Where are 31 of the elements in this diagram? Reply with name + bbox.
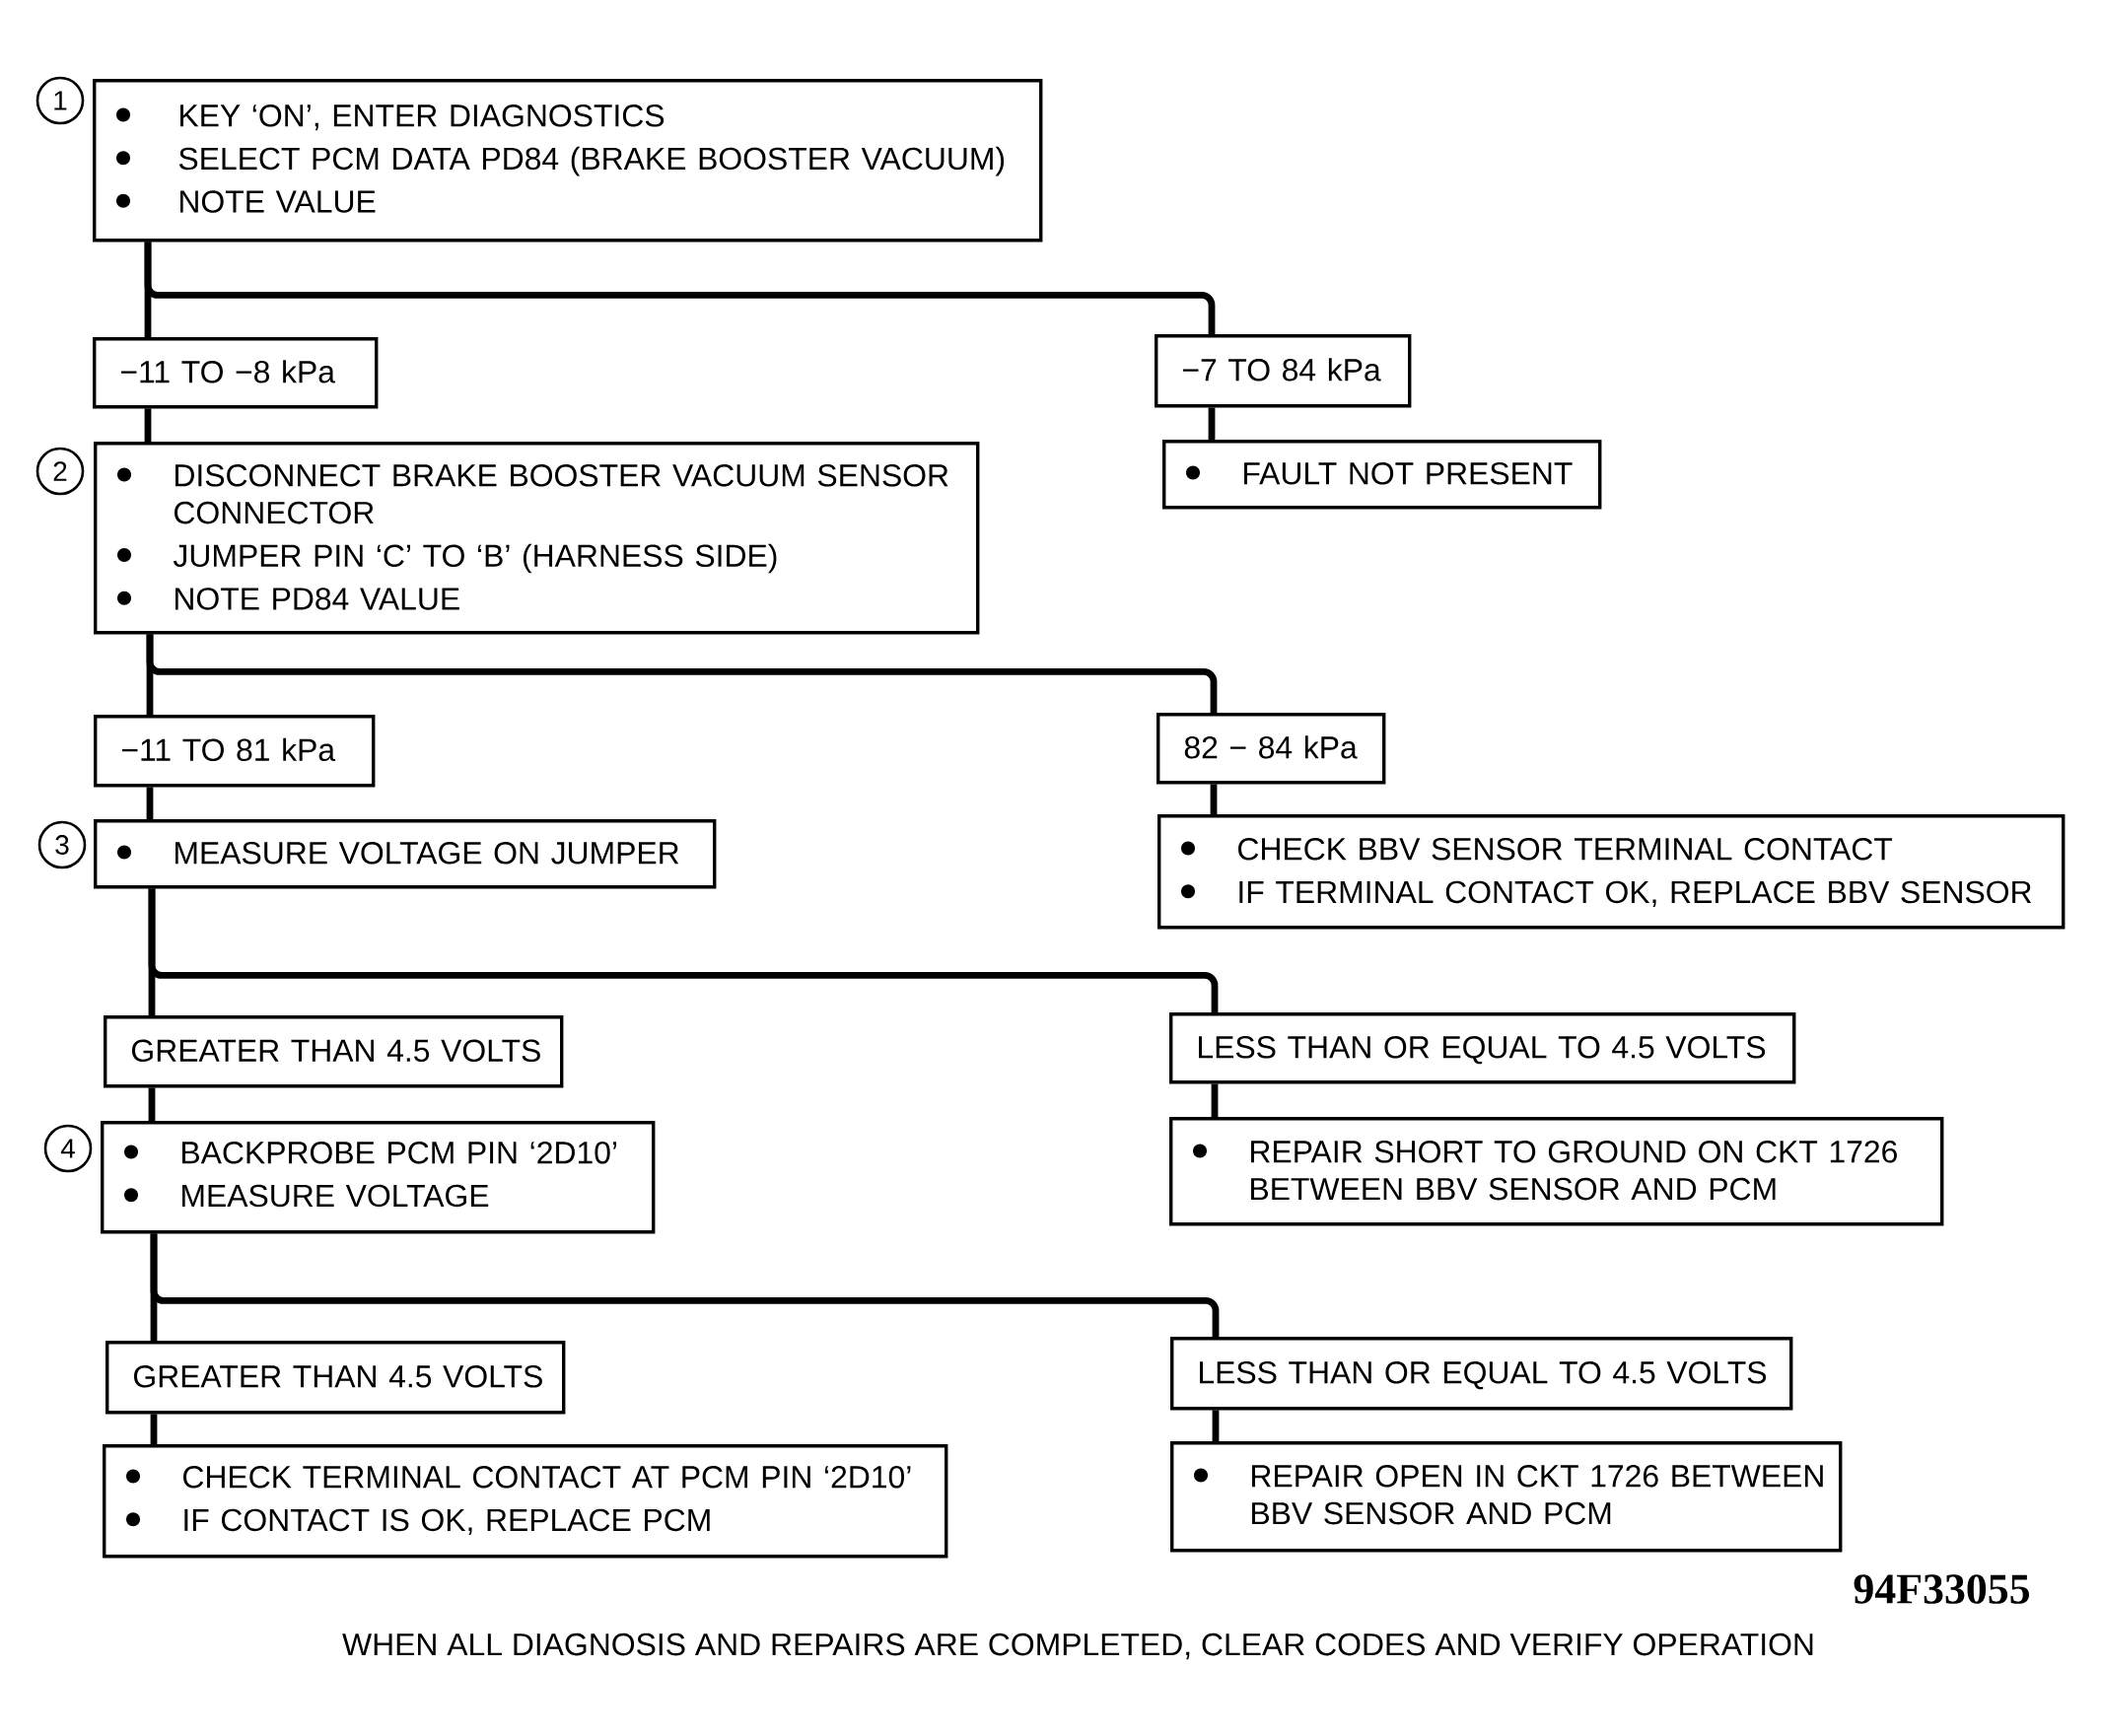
note-text: WHEN ALL DIAGNOSIS AND REPAIRS ARE COMPLETED, CLEAR CODES AND VERIFY OPERATION — [342, 1632, 1813, 1660]
condition-box: GREATER THAN 4.5 VOLTS — [104, 1015, 564, 1088]
connector-line — [150, 1414, 158, 1444]
step-box: CHECK BBV SENSOR TERMINAL CONTACT IF TERMINAL CONTACT OK, REPLACE BBV SENSOR — [1157, 814, 2066, 930]
figure-number: 94F33055 — [1854, 1574, 2029, 1604]
condition-box: GREATER THAN 4.5 VOLTS — [105, 1341, 566, 1415]
connector-line — [1212, 1410, 1220, 1441]
condition-box: LESS THAN OR EQUAL TO 4.5 VOLTS — [1169, 1012, 1796, 1084]
connector-line — [1210, 784, 1218, 814]
condition-box: LESS THAN OR EQUAL TO 4.5 VOLTS — [1170, 1337, 1793, 1411]
connector-line — [1211, 1083, 1219, 1117]
condition-box: −7 TO 84 kPa — [1155, 334, 1412, 408]
step-box: REPAIR OPEN IN CKT 1726 BETWEEN BBV SENSOR AND PCM — [1170, 1441, 1843, 1553]
connector-line — [148, 1087, 156, 1121]
step-number: 2 — [35, 447, 85, 496]
step-number: 1 — [35, 76, 85, 125]
connector-line — [1208, 407, 1216, 440]
condition-box: 82 − 84 kPa — [1156, 713, 1386, 785]
step-box: CHECK TERMINAL CONTACT AT PCM PIN ‘2D10’ IF CONTACT IS OK, REPLACE PCM — [103, 1444, 948, 1559]
step-box: KEY ‘ON’, ENTER DIAGNOSTICS SELECT PCM DATA PD84 (BRAKE BOOSTER VACUUM) NOTE VALUE — [93, 79, 1043, 243]
connector-line — [144, 408, 152, 442]
step-box: BACKPROBE PCM PIN ‘2D10’ MEASURE VOLTAGE — [101, 1121, 656, 1234]
condition-box: −11 TO −8 kPa — [93, 337, 379, 409]
step-box: FAULT NOT PRESENT — [1162, 440, 1602, 510]
connector-line — [146, 787, 154, 819]
condition-box: −11 TO 81 kPa — [94, 715, 376, 788]
step-box: MEASURE VOLTAGE ON JUMPER — [94, 819, 717, 889]
step-box: DISCONNECT BRAKE BOOSTER VACUUM SENSOR CONNECTOR JUMPER PIN ‘C’ TO ‘B’ (HARNESS SIDE) NOTE PD84 VALUE — [94, 442, 980, 635]
step-number: 3 — [37, 820, 87, 869]
step-box: REPAIR SHORT TO GROUND ON CKT 1726 BETWEEN BBV SENSOR AND PCM — [1169, 1117, 1944, 1226]
step-number: 4 — [43, 1124, 93, 1173]
